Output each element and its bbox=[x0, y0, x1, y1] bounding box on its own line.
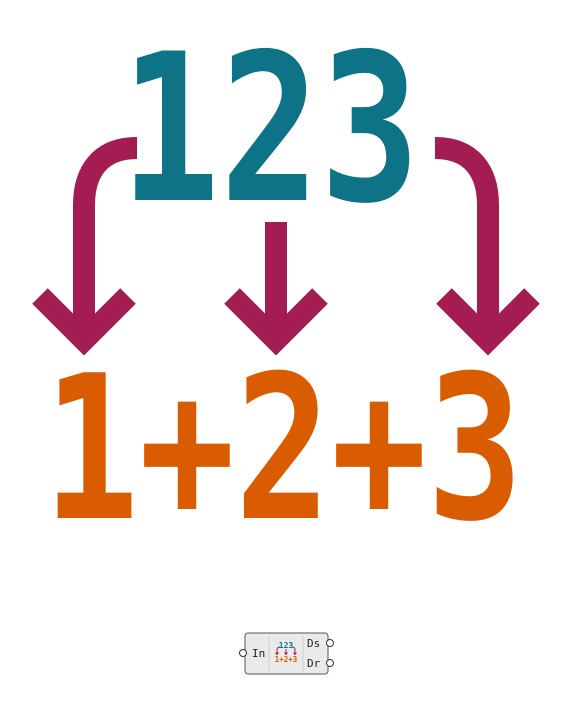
output-grip-dr[interactable] bbox=[326, 659, 334, 667]
output-param-dr-label: Dr bbox=[307, 657, 321, 670]
output-param-ds-label: Ds bbox=[307, 637, 320, 650]
input-grip[interactable] bbox=[239, 649, 247, 657]
left-arrow bbox=[32, 137, 138, 356]
icon-bottom-text: 1+2+3 bbox=[275, 655, 298, 664]
middle-arrow bbox=[224, 222, 328, 356]
input-param-label: In bbox=[252, 647, 265, 660]
icon-top-text: 123 bbox=[279, 641, 294, 650]
right-arrow bbox=[434, 137, 540, 356]
split-arrows bbox=[32, 137, 540, 356]
digit-sum-icon: 123 1+2+3 bbox=[275, 641, 298, 664]
digit-sum-component[interactable]: In Ds Dr 123 1+2+3 bbox=[239, 632, 334, 675]
output-expression: 1+2+3 bbox=[43, 333, 523, 566]
input-number: 123 bbox=[120, 11, 420, 249]
output-grip-ds[interactable] bbox=[326, 639, 334, 647]
